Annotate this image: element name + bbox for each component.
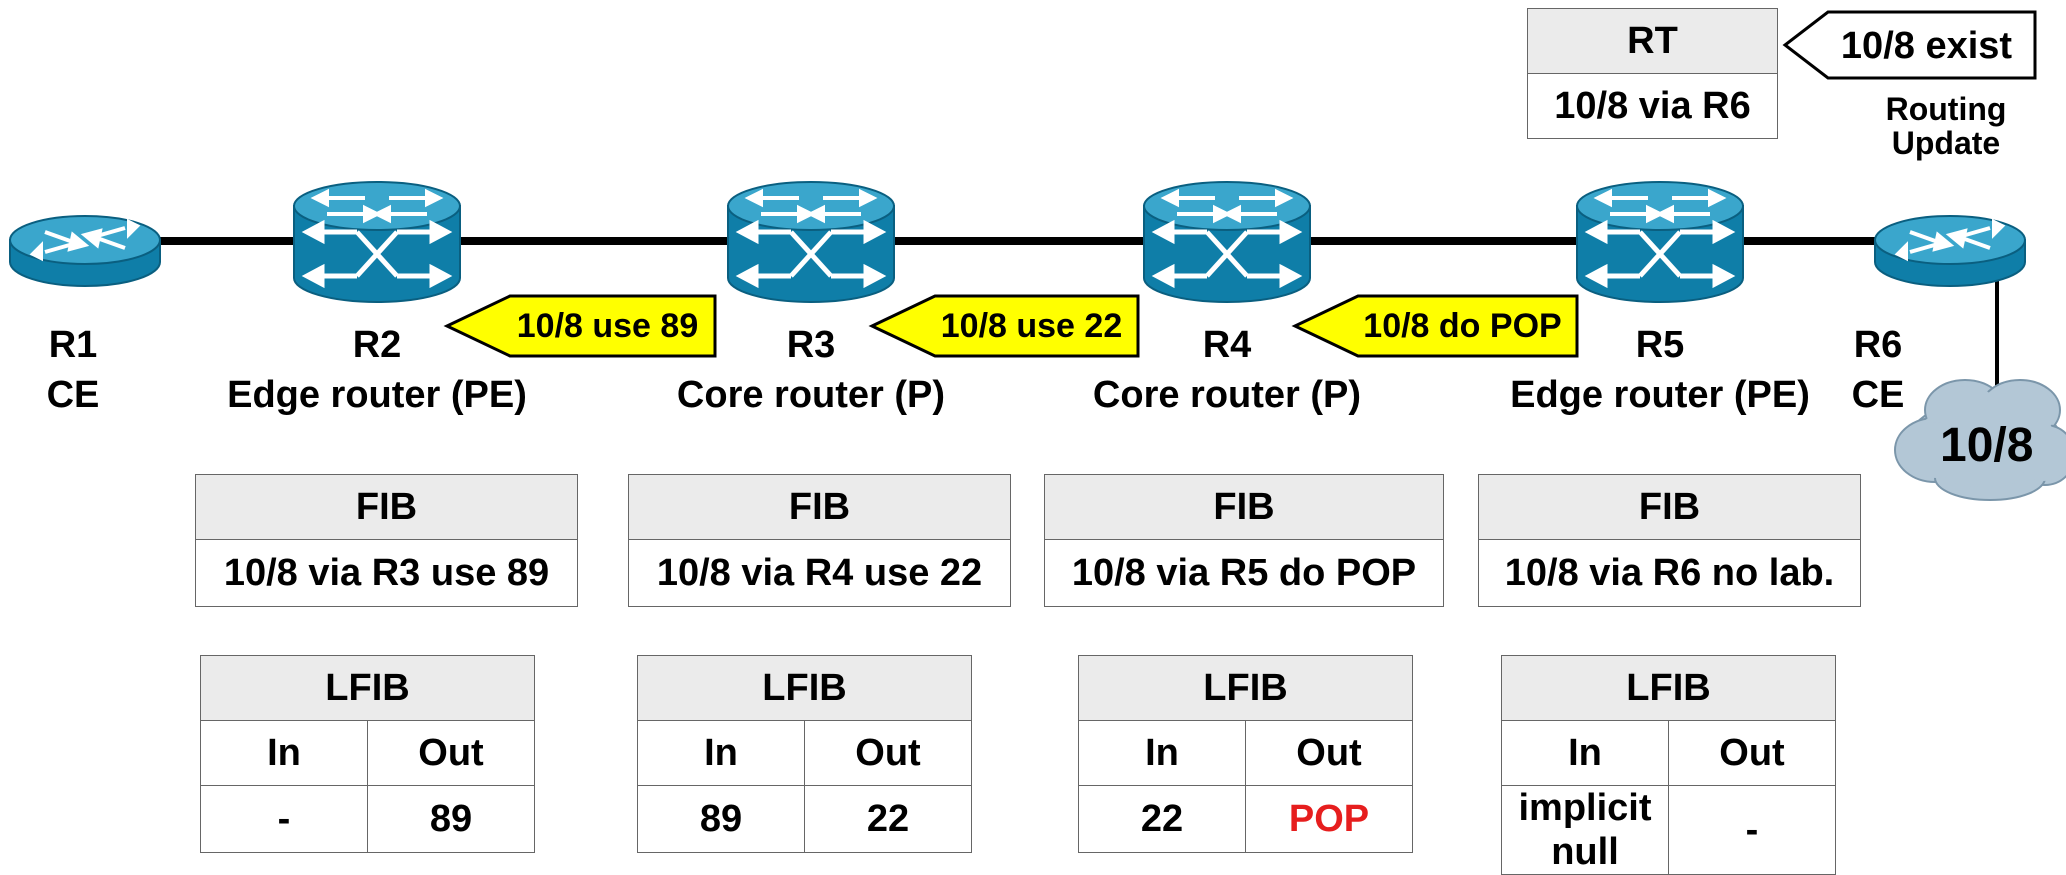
lfib-col-in: In	[200, 720, 368, 786]
label-message-2: 10/8 use 22	[940, 307, 1123, 345]
lfib-header: LFIB	[1501, 655, 1836, 721]
router-r3-icon	[728, 182, 894, 302]
label-message-1: 10/8 use 89	[516, 307, 699, 345]
lfib-out-value: -	[1668, 785, 1836, 875]
lfib-out-value: 22	[804, 785, 972, 853]
router-name: R1	[48, 324, 98, 366]
fib-entry: 10/8 via R6 no lab.	[1478, 539, 1861, 607]
router-role: Edge router (PE)	[227, 374, 527, 416]
router-name: R4	[1202, 324, 1252, 366]
router-r1-icon	[8, 214, 162, 288]
fib-entry: 10/8 via R4 use 22	[628, 539, 1011, 607]
router-name: R6	[1853, 324, 1903, 366]
label-message-3: 10/8 do POP	[1363, 307, 1562, 345]
lfib-in-value: 89	[637, 785, 805, 853]
lfib-out-value: POP	[1245, 785, 1413, 853]
router-label-r6: R6 CE	[1838, 320, 1918, 420]
fib-header: FIB	[1478, 474, 1861, 540]
fib-header: FIB	[1044, 474, 1444, 540]
fib-table-r3: FIB 10/8 via R4 use 22	[628, 474, 1011, 607]
router-label-r2: R2 Edge router (PE)	[197, 320, 557, 420]
router-label-r4: R4 Core router (P)	[1052, 320, 1402, 420]
router-r5-icon	[1577, 182, 1743, 302]
router-role: Edge router (PE)	[1510, 374, 1810, 416]
lfib-header: LFIB	[1078, 655, 1413, 721]
router-name: R2	[352, 324, 402, 366]
lfib-in-value: 22	[1078, 785, 1246, 853]
lfib-col-out: Out	[367, 720, 535, 786]
rt-header: RT	[1527, 8, 1778, 74]
lfib-col-in: In	[1501, 720, 1669, 786]
routing-update-caption-line1: Routing	[1885, 91, 2007, 127]
lfib-col-in: In	[637, 720, 805, 786]
lfib-col-in: In	[1078, 720, 1246, 786]
routing-update-caption: Routing Update	[1856, 92, 2036, 160]
lfib-col-out: Out	[1668, 720, 1836, 786]
router-name: R3	[786, 324, 836, 366]
lfib-col-out: Out	[804, 720, 972, 786]
router-r6-icon	[1873, 214, 2027, 288]
label-message-1-shape	[443, 294, 717, 358]
router-label-r5: R5 Edge router (PE)	[1480, 320, 1840, 420]
lfib-in-value: implicit null	[1501, 785, 1669, 875]
lfib-in-line1: implicit	[1518, 787, 1652, 829]
rt-table: RT 10/8 via R6	[1527, 8, 1778, 139]
router-role: Core router (P)	[1092, 374, 1362, 416]
router-role: Core router (P)	[676, 374, 946, 416]
lfib-table-r3: LFIB In Out 89 22	[637, 655, 972, 853]
router-label-r1: R1 CE	[28, 320, 118, 420]
fib-table-r4: FIB 10/8 via R5 do POP	[1044, 474, 1444, 607]
routing-update-caption-line2: Update	[1891, 125, 2001, 161]
label-message-2-shape	[868, 294, 1140, 358]
lfib-header: LFIB	[200, 655, 535, 721]
label-message-3-shape	[1291, 294, 1579, 358]
fib-table-r2: FIB 10/8 via R3 use 89	[195, 474, 578, 607]
fib-entry: 10/8 via R5 do POP	[1044, 539, 1444, 607]
rt-entry: 10/8 via R6	[1527, 73, 1778, 139]
lfib-col-out: Out	[1245, 720, 1413, 786]
router-role: CE	[46, 374, 100, 416]
lfib-table-r5: LFIB In Out implicit null -	[1501, 655, 1836, 875]
router-label-r3: R3 Core router (P)	[636, 320, 986, 420]
lfib-in-value: -	[200, 785, 368, 853]
routing-update-shape	[1782, 10, 2037, 80]
router-r2-icon	[294, 182, 460, 302]
router-name: R5	[1635, 324, 1685, 366]
fib-header: FIB	[195, 474, 578, 540]
lfib-in-line2: null	[1551, 831, 1619, 873]
lfib-table-r2: LFIB In Out - 89	[200, 655, 535, 853]
lfib-table-r4: LFIB In Out 22 POP	[1078, 655, 1413, 853]
router-r4-icon	[1144, 182, 1310, 302]
fib-header: FIB	[628, 474, 1011, 540]
cloud-label: 10/8	[1940, 419, 2034, 472]
lfib-header: LFIB	[637, 655, 972, 721]
router-role: CE	[1851, 374, 1905, 416]
fib-table-r5: FIB 10/8 via R6 no lab.	[1478, 474, 1861, 607]
lfib-out-value: 89	[367, 785, 535, 853]
routing-update-label: 10/8 exist	[1840, 25, 2013, 67]
fib-entry: 10/8 via R3 use 89	[195, 539, 578, 607]
